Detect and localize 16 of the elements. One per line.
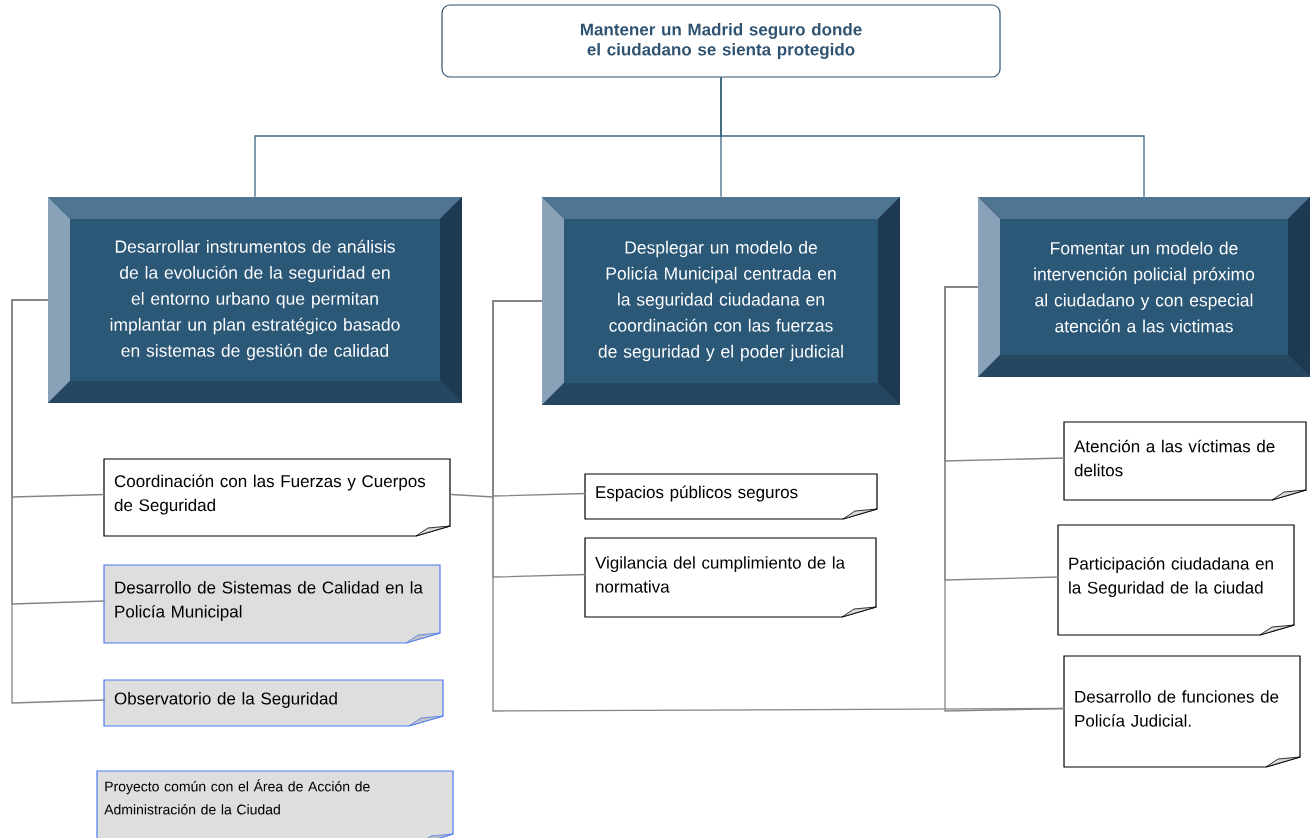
goal-box: Mantener un Madrid seguro donde el ciudadano se sienta protegido <box>441 4 1001 78</box>
note-box: Participación ciudadana en la Seguridad de la ciudad <box>1057 524 1295 636</box>
note-box: Coordinación con las Fuerzas y Cuerpos de Seguridad <box>103 458 451 537</box>
objective-box: Fomentar un modelo de intervención policial próximo al ciudadano y con especial atención a las victimas <box>978 197 1310 377</box>
connector-line <box>11 299 106 704</box>
note-box: Desarrollo de funciones de Policía Judicial. <box>1063 655 1301 768</box>
note-box: Vigilancia del cumplimiento de la normativa <box>584 537 877 618</box>
objective-box: Desplegar un modelo de Policía Municipal centrada en la seguridad ciudadana en coordinación con las fuerzas de seguridad y el poder judicial <box>542 197 900 405</box>
connector-line <box>720 76 1145 198</box>
note-box: Espacios públicos seguros <box>584 473 878 520</box>
note-box: Atención a las víctimas de delitos <box>1063 421 1307 501</box>
note-box: Desarrollo de Sistemas de Calidad en la Policía Municipal <box>103 564 441 644</box>
objective-box: Desarrollar instrumentos de análisis de la evolución de la seguridad en el entorno urbano que permitan implantar un plan estratégico basado en sistemas de gestión de calidad <box>48 197 462 403</box>
connector-line <box>944 286 1066 712</box>
note-box: Observatorio de la Seguridad <box>103 679 444 727</box>
legend-text: Proyecto común con el Área de Acción de Administración de la Ciudad <box>104 779 370 815</box>
